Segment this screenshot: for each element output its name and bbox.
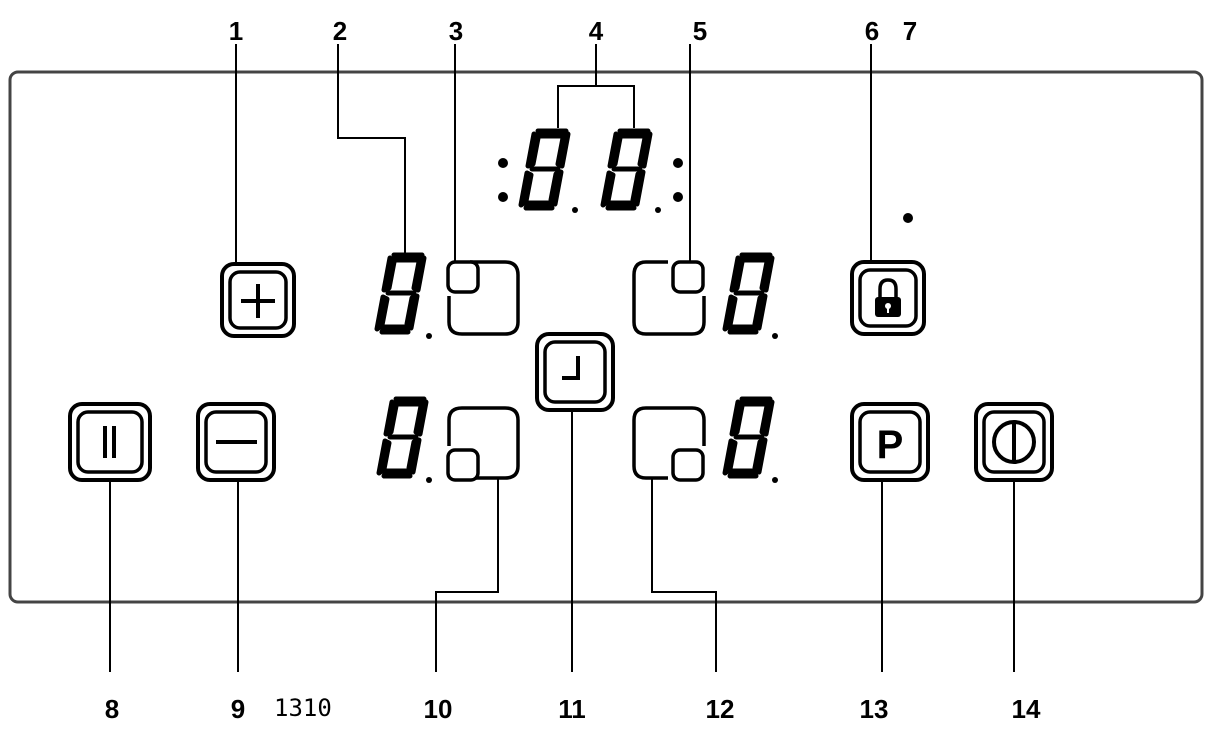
zone-display-front-left xyxy=(379,399,432,483)
zone-position-icon xyxy=(671,448,705,482)
lock-button[interactable] xyxy=(850,260,926,336)
zone-selector-rear-left[interactable] xyxy=(446,260,520,336)
power-button[interactable] xyxy=(974,402,1054,482)
plus-icon xyxy=(241,284,275,318)
callout-6: 6 xyxy=(864,16,880,46)
callout-11: 11 xyxy=(558,694,586,724)
callout-14: 14 xyxy=(1011,694,1041,724)
callout-8: 8 xyxy=(104,694,120,724)
program-button[interactable]: P xyxy=(850,402,930,482)
plus-button[interactable] xyxy=(220,262,296,338)
indicator-light xyxy=(903,213,913,223)
timer-button[interactable] xyxy=(535,332,615,412)
zone-position-icon xyxy=(671,260,705,294)
zone-selector-front-right[interactable] xyxy=(632,406,706,482)
lock-icon xyxy=(875,278,901,317)
pause-button[interactable] xyxy=(68,402,152,482)
panel-frame xyxy=(8,70,1204,604)
pause-icon xyxy=(103,426,116,458)
timer-icon xyxy=(562,356,580,380)
power-icon xyxy=(992,420,1036,464)
callout-7: 7 xyxy=(902,16,918,46)
callout-3: 3 xyxy=(448,16,464,46)
figure-code: 1310 xyxy=(274,694,332,722)
callout-4: 4 xyxy=(588,16,604,46)
zone-position-icon xyxy=(446,260,480,294)
program-icon: P xyxy=(877,423,904,467)
timer-display xyxy=(498,131,683,213)
callout-5: 5 xyxy=(692,16,708,46)
callout-2: 2 xyxy=(332,16,348,46)
callout-10: 10 xyxy=(423,694,453,724)
zone-position-icon xyxy=(446,448,480,482)
callout-9: 9 xyxy=(230,694,246,724)
minus-button[interactable] xyxy=(196,402,276,482)
zone-display-rear-left xyxy=(377,255,432,339)
zone-display-rear-right xyxy=(725,255,778,339)
callout-13: 13 xyxy=(859,694,889,724)
callout-1: 1 xyxy=(228,16,244,46)
zone-selector-front-left[interactable] xyxy=(446,406,520,482)
leader-lines xyxy=(109,44,1015,672)
zone-display-front-right xyxy=(725,399,778,483)
zone-selector-rear-right[interactable] xyxy=(632,260,706,336)
callout-12: 12 xyxy=(705,694,735,724)
